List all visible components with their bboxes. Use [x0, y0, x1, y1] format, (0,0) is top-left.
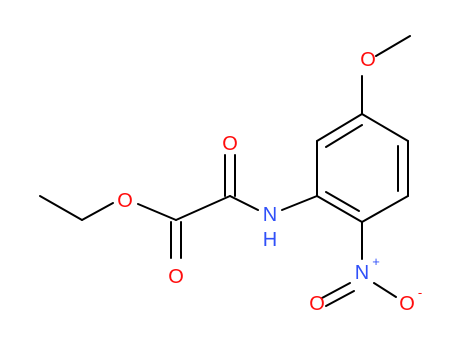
bond-ch3-ch2 [39, 195, 83, 221]
atom-n-amide: N [263, 204, 277, 226]
bonds [39, 35, 411, 307]
charge-plus: + [372, 254, 380, 269]
atom-h-amide: H [263, 229, 277, 251]
bond-ring-6-inner [325, 191, 360, 212]
bond-nitro-o-left-1 [321, 282, 351, 299]
bond-ring-2-inner [325, 124, 363, 148]
bond-c-c [175, 195, 231, 221]
atom-o-methoxy: O [360, 49, 376, 71]
atom-o-ester-carbonyl: O [168, 266, 184, 288]
charge-labels: + - [372, 254, 422, 300]
bond-ring-6 [316, 195, 363, 223]
bond-c-n [229, 195, 259, 211]
bond-nitro-o-left-2 [325, 290, 355, 307]
bond-o-ch3 [375, 35, 411, 57]
bond-ring-3 [361, 113, 409, 142]
atom-o-nitro-right: O [399, 293, 415, 315]
atom-n-nitro: N [355, 262, 369, 284]
bond-ring-2 [316, 113, 363, 142]
atom-o-nitro-left: O [309, 293, 325, 315]
bond-ch2-o [81, 202, 114, 221]
charge-minus: - [418, 285, 422, 300]
atom-o-ester: O [117, 190, 133, 212]
bond-nitro-o-right [373, 282, 397, 298]
bond-o-c-ester [137, 203, 177, 221]
bond-ring-5 [361, 195, 409, 223]
bond-n-ring [281, 195, 318, 211]
atom-labels: O O O O N H N O O [117, 49, 415, 315]
atom-o-amide: O [222, 133, 238, 155]
